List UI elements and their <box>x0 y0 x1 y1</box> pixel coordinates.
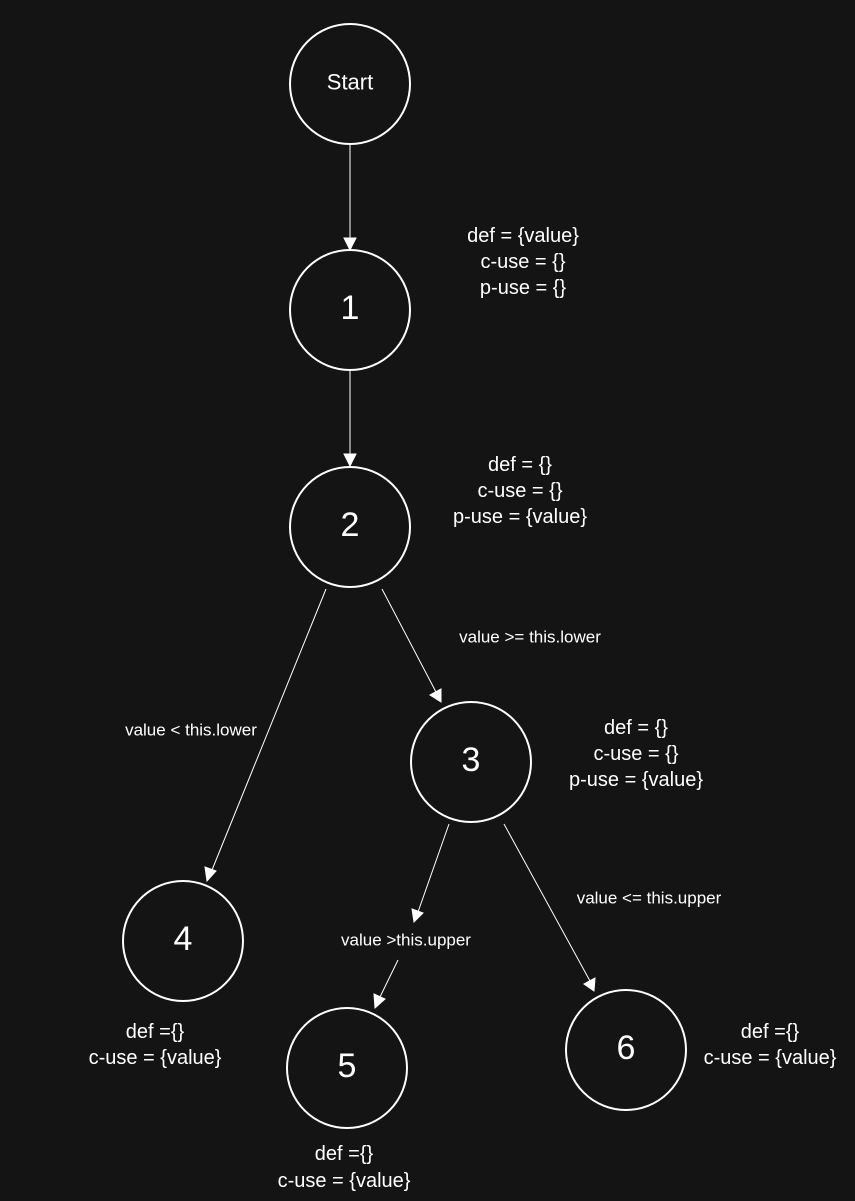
node-start-label: Start <box>327 70 373 95</box>
node-4: 4 <box>122 880 244 1002</box>
annotation-line: c-use = {value} <box>704 1047 837 1069</box>
annotation-line: c-use = {value} <box>278 1170 411 1192</box>
annotation-line: def ={} <box>315 1143 374 1165</box>
node-3-label: 3 <box>462 741 481 779</box>
node-6: 6 <box>565 989 687 1111</box>
edge-2-to-4 <box>204 588 327 883</box>
node-4-label: 4 <box>174 920 193 958</box>
node-6-label: 6 <box>617 1029 636 1067</box>
node-5-label: 5 <box>338 1047 357 1085</box>
annotation-line: c-use = {} <box>480 251 565 273</box>
annotation-line: def = {} <box>488 454 552 476</box>
annotation-node-2: def = {} c-use = {} p-use = {value} <box>453 454 587 528</box>
node-5: 5 <box>286 1007 408 1129</box>
edge-1-to-2 <box>343 371 357 468</box>
edge-label-2-to-3: value >= this.lower <box>459 628 601 647</box>
annotation-line: def = {value} <box>467 225 579 247</box>
node-2-label: 2 <box>341 506 360 544</box>
edge-2-to-3 <box>381 588 442 703</box>
annotation-line: c-use = {value} <box>89 1047 222 1069</box>
annotation-line: c-use = {} <box>593 743 678 765</box>
edge-start-to-1 <box>343 145 357 252</box>
annotation-line: p-use = {} <box>480 277 567 299</box>
annotation-line: def = {} <box>604 717 668 739</box>
annotation-node-4: def ={} c-use = {value} <box>89 1021 222 1069</box>
node-start: Start <box>289 23 411 145</box>
edge-3-to-6 <box>503 823 596 992</box>
annotation-node-5: def ={} c-use = {value} <box>278 1143 411 1192</box>
annotation-line: p-use = {value} <box>569 769 703 791</box>
annotation-node-6: def ={} c-use = {value} <box>704 1021 837 1069</box>
annotation-node-1: def = {value} c-use = {} p-use = {} <box>467 225 579 299</box>
annotation-node-3: def = {} c-use = {} p-use = {value} <box>569 717 703 791</box>
edge-label-3-to-6: value <= this.upper <box>577 889 722 908</box>
node-1-label: 1 <box>341 289 360 327</box>
edge-label-3-to-5: value >this.upper <box>341 931 471 950</box>
annotation-line: c-use = {} <box>477 480 562 502</box>
node-2: 2 <box>289 466 411 588</box>
node-3: 3 <box>410 701 532 823</box>
edge-label-2-to-4: value < this.lower <box>125 721 257 740</box>
edge-3-to-5 <box>373 823 450 1010</box>
annotation-line: def ={} <box>126 1021 185 1043</box>
annotation-line: p-use = {value} <box>453 506 587 528</box>
annotation-line: def ={} <box>741 1021 800 1043</box>
node-1: 1 <box>289 249 411 371</box>
